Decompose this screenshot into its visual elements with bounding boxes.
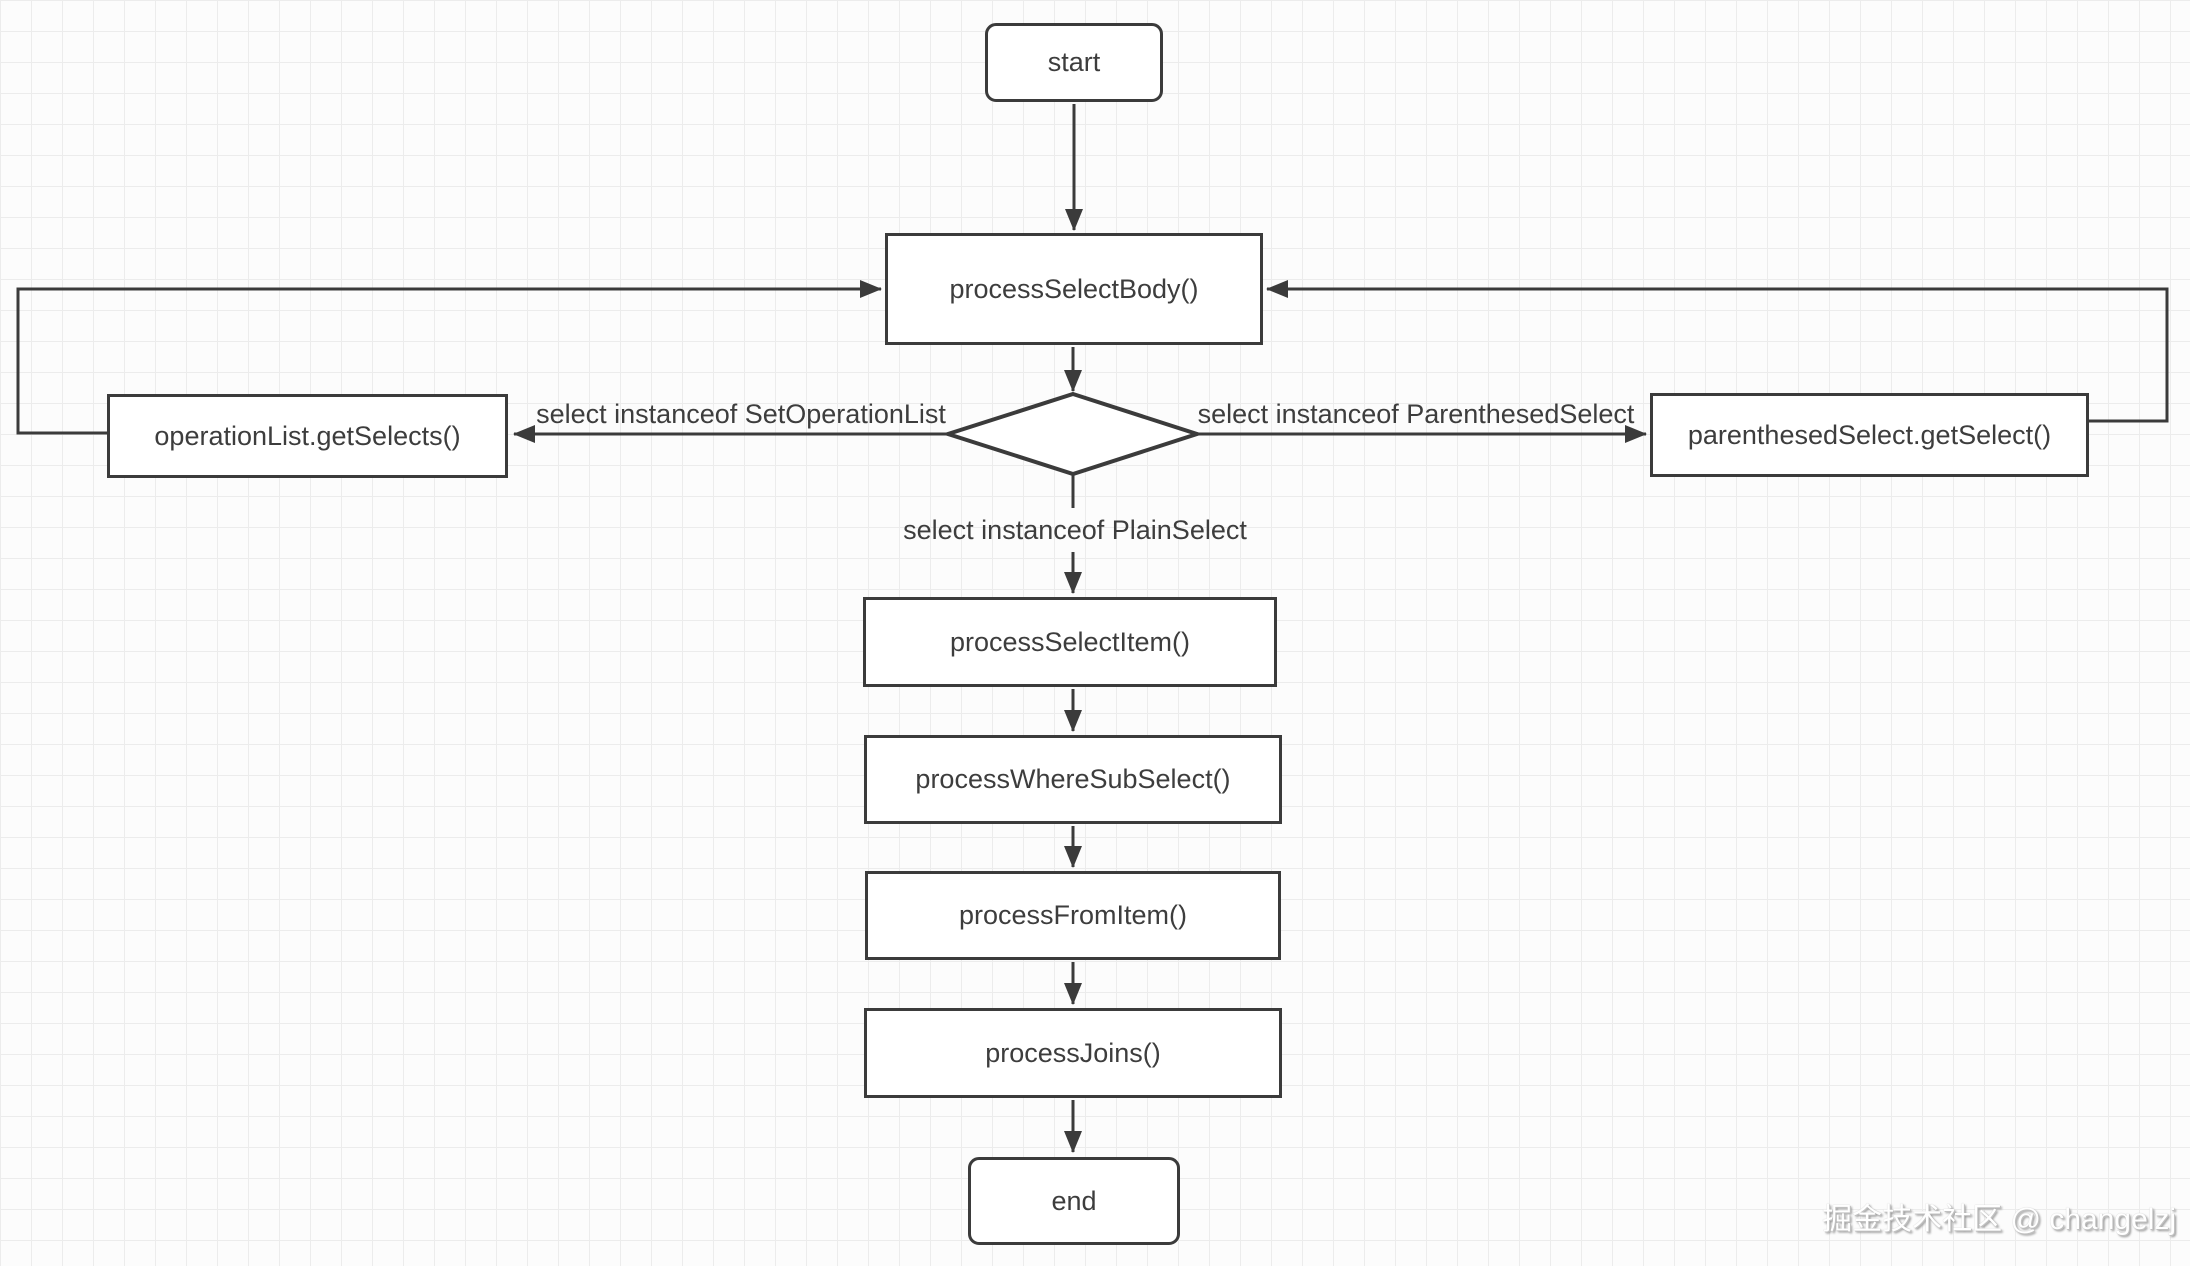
parenthesed-select-node: parenthesedSelect.getSelect() — [1650, 393, 2089, 477]
edge-label-plain-select: select instanceof PlainSelect — [903, 515, 1247, 545]
process-from-item-label: processFromItem() — [958, 900, 1188, 930]
process-select-item-label: processSelectItem() — [949, 626, 1191, 657]
start-node: start — [985, 23, 1163, 102]
process-where-sub-select-label: processWhereSubSelect() — [915, 764, 1231, 794]
end-node: end — [968, 1157, 1180, 1245]
watermark-text: 掘金技术社区 @ changelzj — [1822, 1203, 2176, 1236]
edge-parenthesed-select-to-process-select-body — [1266, 280, 2169, 423]
edge-label-set-operation-list: select instanceof SetOperationList — [536, 399, 946, 429]
process-joins-label: processJoins() — [985, 1037, 1161, 1068]
decision-diamond — [941, 391, 1204, 477]
process-from-item-node: processFromItem() — [865, 871, 1281, 960]
edge-operation-list-to-process-select-body — [16, 280, 882, 435]
process-joins-node: processJoins() — [864, 1008, 1282, 1098]
edge-label-parenthesed-select: select instanceof ParenthesedSelect — [1197, 399, 1635, 429]
start-node-label: start — [1047, 47, 1101, 77]
process-where-sub-select-node: processWhereSubSelect() — [864, 735, 1282, 824]
process-select-body-label: processSelectBody() — [949, 273, 1199, 304]
end-node-label: end — [1051, 1185, 1097, 1216]
process-select-body-node: processSelectBody() — [885, 233, 1263, 345]
process-select-item-node: processSelectItem() — [863, 597, 1277, 687]
parenthesed-select-label: parenthesedSelect.getSelect() — [1687, 419, 2052, 450]
operation-list-label: operationList.getSelects() — [154, 420, 461, 451]
operation-list-node: operationList.getSelects() — [107, 394, 508, 478]
